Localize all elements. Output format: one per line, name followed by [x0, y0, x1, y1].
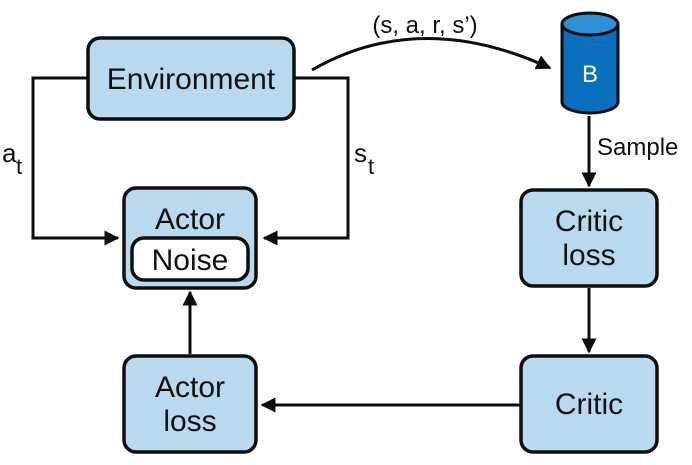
state-label-base: s — [354, 138, 367, 168]
noise-label: Noise — [152, 244, 229, 277]
critic-loss-node: Critic loss — [519, 188, 659, 288]
replay-buffer-label: B — [582, 61, 598, 88]
actor-loss-node: Actor loss — [122, 354, 258, 454]
action-label-base: a — [2, 138, 17, 168]
state-label: s t — [354, 138, 374, 179]
critic-node: Critic — [519, 354, 659, 454]
environment-node: Environment — [86, 36, 296, 121]
actor-loss-label-line1: Actor — [155, 371, 225, 404]
critic-loss-label-line1: Critic — [555, 205, 623, 238]
actor-loss-label-line2: loss — [163, 405, 216, 438]
noise-node: Noise — [130, 236, 250, 282]
critic-label: Critic — [555, 388, 623, 421]
action-label-subscript: t — [16, 154, 22, 179]
actor-label: Actor — [155, 203, 225, 236]
state-label-subscript: t — [368, 154, 374, 179]
actor-node: Actor Noise — [122, 186, 258, 290]
transition-edge — [311, 37, 552, 72]
critic-loss-label-line2: loss — [562, 239, 615, 272]
transition-label: (s, a, r, s’) — [372, 12, 477, 39]
sample-label: Sample — [597, 134, 678, 161]
state-loop-edge — [262, 76, 350, 246]
action-label: a t — [2, 138, 22, 179]
replay-buffer-node: B — [560, 11, 620, 115]
environment-label: Environment — [107, 63, 276, 96]
action-loop-edge — [31, 76, 120, 246]
